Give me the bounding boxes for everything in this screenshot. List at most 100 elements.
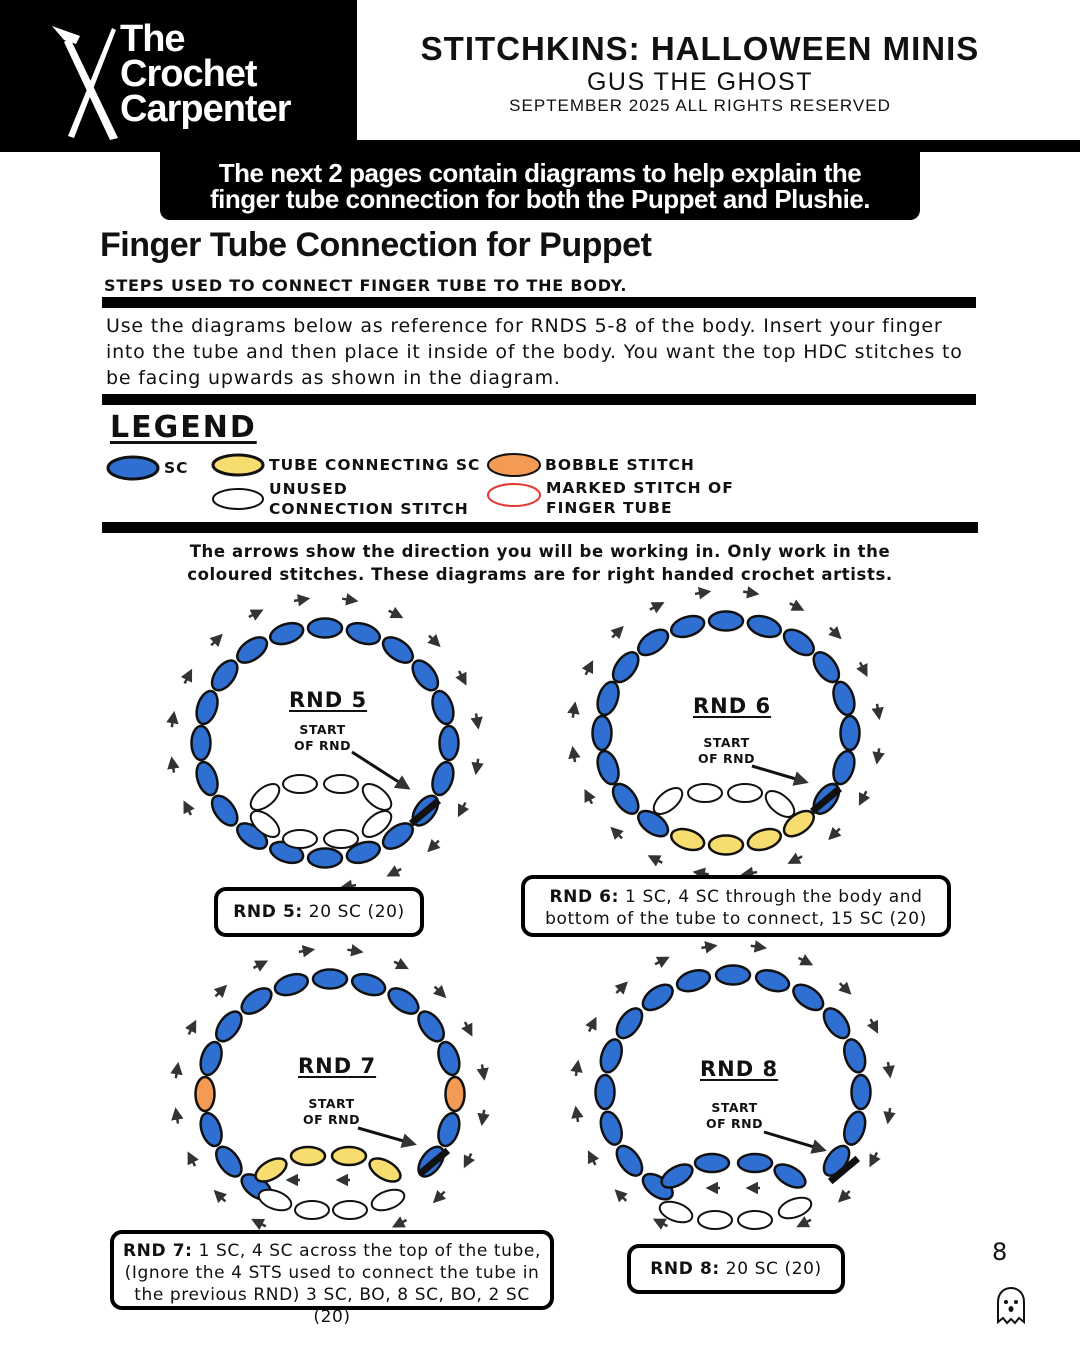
round-7-caption: RND 7: 1 SC, 4 SC across the top of the … (110, 1230, 554, 1327)
sc-stitch (596, 749, 620, 786)
direction-arrow-icon (477, 1109, 490, 1127)
direction-arrow-icon (610, 625, 624, 640)
direction-arrow-icon (347, 944, 364, 957)
direction-arrow-icon (742, 586, 760, 599)
direction-arrow-icon (470, 713, 483, 730)
direction-arrow-icon (828, 626, 842, 640)
direction-arrow-icon (871, 703, 884, 721)
hammer-logo-icon (52, 26, 118, 140)
marked-stitch-swatch-icon (487, 483, 541, 507)
unused-stitch (687, 783, 723, 803)
sc-stitch (345, 840, 382, 865)
sc-stitch (190, 724, 212, 762)
pattern-subtitle: GUS THE GHOST (586, 68, 813, 96)
sc-stitch (754, 969, 791, 993)
sc-stitch (268, 621, 305, 646)
direction-arrow-icon (293, 594, 311, 607)
direction-arrow-icon (393, 957, 409, 970)
direction-arrow-icon (433, 984, 447, 999)
direction-arrow-icon (654, 956, 670, 968)
sc-stitch (832, 680, 856, 717)
direction-arrow-icon (341, 593, 359, 606)
direction-arrow-icon (432, 1189, 447, 1204)
sc-stitch (693, 1152, 731, 1174)
direction-arrow-icon (461, 1021, 473, 1037)
direction-arrow-icon (789, 599, 805, 611)
legend-label-marked: MARKED STITCH OF FINGER TUBE (546, 479, 734, 517)
direction-arrow-icon (585, 1016, 597, 1033)
direction-arrow-icon (571, 1105, 584, 1123)
sc-stitch (210, 794, 239, 827)
unused-stitch (249, 810, 281, 838)
sc-stitch (591, 714, 613, 752)
direction-arrow-icon (427, 633, 441, 648)
direction-arrow-icon (476, 1064, 489, 1081)
direction-arrow-icon (463, 1153, 476, 1169)
sc-stitch (215, 1145, 243, 1178)
legend-label-tube: TUBE CONNECTING SC (269, 456, 481, 474)
sc-stitch (637, 809, 670, 838)
direction-arrow-icon (251, 1218, 267, 1231)
sc-stitch (773, 1163, 807, 1189)
direction-arrow-icon (584, 789, 596, 805)
sc-stitch (746, 614, 783, 639)
sc-stitch (615, 1007, 644, 1040)
direction-arrow-icon (388, 606, 404, 619)
unused-stitch (282, 774, 318, 794)
direction-arrow-icon (649, 602, 665, 614)
rights-notice: SEPTEMBER 2025 ALL RIGHTS RESERVED (509, 96, 891, 115)
sc-stitch (594, 1073, 616, 1111)
direction-arrow-icon (750, 940, 768, 953)
sc-stitch (707, 610, 745, 632)
round-5-caption: RND 5: 20 SC (20) (214, 887, 424, 937)
sc-stitch (437, 1111, 461, 1148)
direction-arrow-icon (180, 668, 193, 684)
unused-stitch (727, 783, 763, 803)
sc-stitch (195, 689, 219, 726)
tube-connecting-sc (330, 1145, 368, 1167)
unused-stitch (249, 783, 281, 811)
unused-stitch (652, 787, 684, 815)
sc-stitch (641, 983, 674, 1012)
sc-stitch (431, 760, 455, 797)
direction-arrow-icon (872, 748, 885, 765)
tube-connecting-sc (746, 827, 783, 852)
sc-stitch (381, 636, 414, 664)
unused-stitch (332, 1200, 368, 1220)
direction-arrow-icon (455, 670, 467, 686)
sc-stitch (822, 1007, 851, 1040)
sc-stitch (199, 1040, 223, 1077)
marked-stitch-bar (809, 785, 843, 815)
unused-stitch (370, 1188, 406, 1212)
direction-arrow-icon (386, 865, 402, 877)
direction-arrow-icon (740, 866, 758, 879)
direction-arrow-icon (610, 826, 624, 840)
sc-stitch (437, 1040, 461, 1077)
direction-arrow-icon (882, 1061, 895, 1079)
direction-arrow-icon (701, 941, 718, 954)
legend-label-unused: UNUSED CONNECTION STITCH (269, 480, 469, 518)
direction-arrow-icon (581, 660, 594, 676)
direction-arrow-icon (166, 710, 179, 728)
sc-stitch (714, 964, 752, 986)
page-number: 8 (992, 1238, 1008, 1266)
direction-arrow-icon (692, 867, 710, 880)
sc-stitch (832, 749, 856, 786)
legend-label-sc: SC (164, 459, 189, 477)
logo-text: The Crochet Carpenter (120, 18, 291, 130)
tube-connecting-sc (254, 1157, 288, 1183)
sc-stitch (199, 1111, 223, 1148)
direction-arrow-icon (471, 758, 484, 776)
direction-arrow-icon (184, 1019, 197, 1035)
logo-block (0, 0, 357, 152)
direction-arrow-icon (858, 790, 871, 806)
direction-arrow-icon (866, 1018, 879, 1034)
direction-arrow-icon (568, 745, 581, 763)
sc-stitch (345, 621, 382, 646)
legend-label-bobble: BOBBLE STITCH (545, 456, 695, 474)
direction-arrow-icon (838, 981, 852, 995)
sc-stitch (215, 1010, 243, 1043)
